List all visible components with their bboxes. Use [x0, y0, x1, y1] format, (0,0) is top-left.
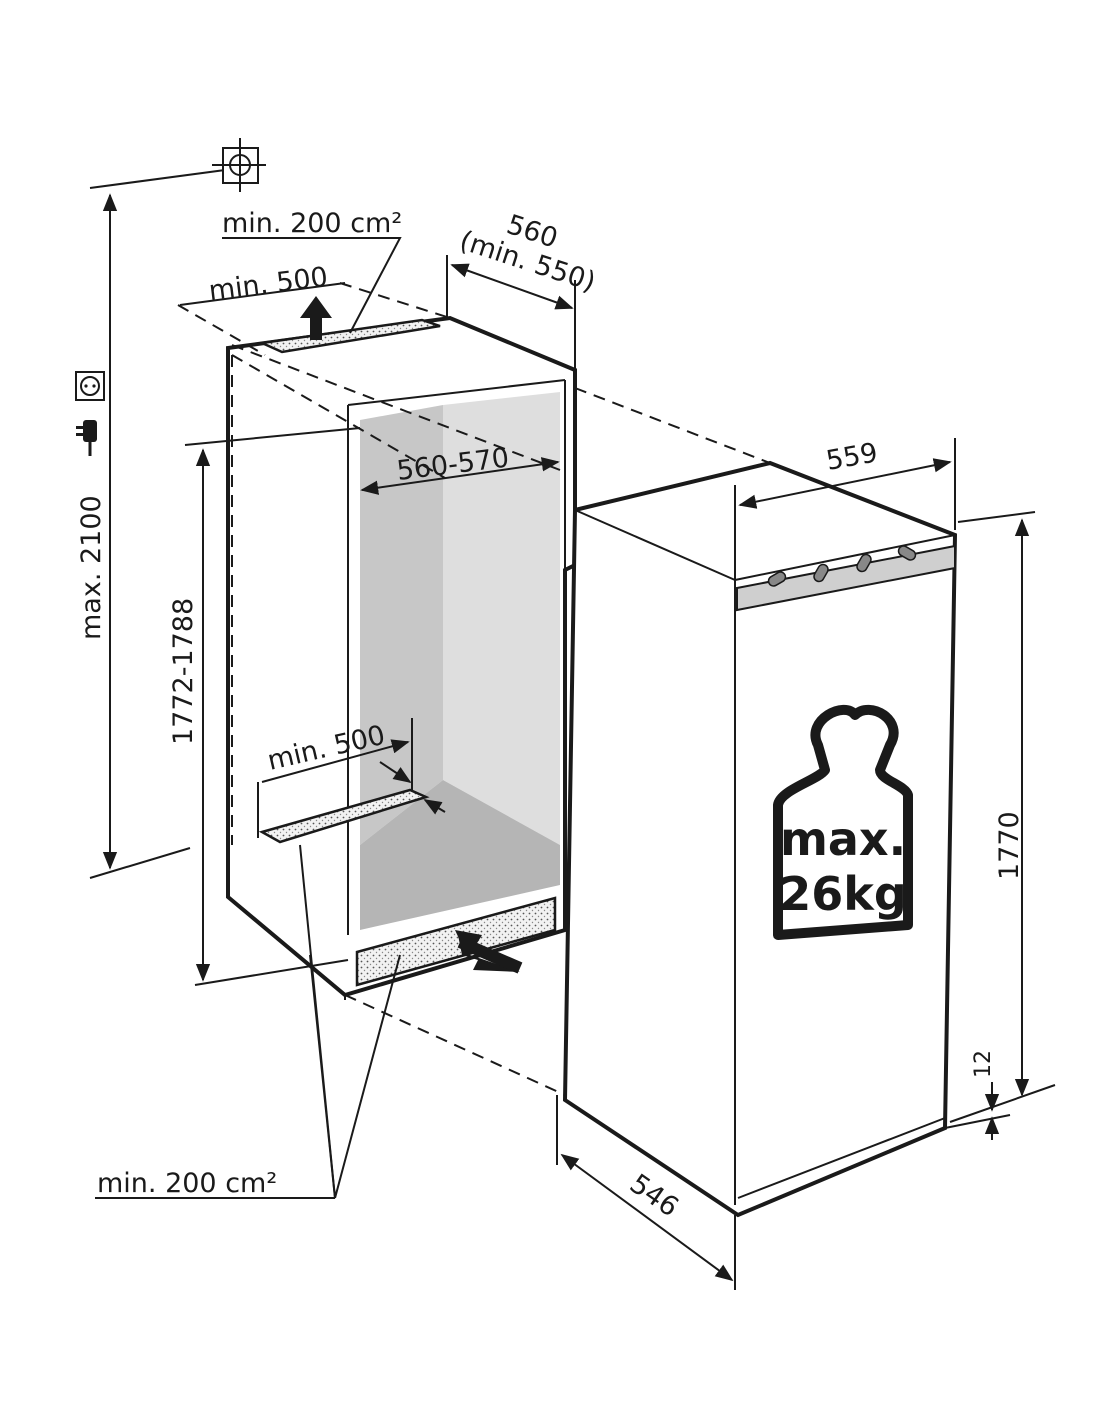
bottom-vent-area-label: min. 200 cm²: [97, 1168, 277, 1199]
dimension-lines: [89, 169, 1056, 1290]
socket-icon: [75, 371, 105, 401]
max-load-line2: 26kg: [779, 867, 907, 921]
niche: [226, 315, 577, 1000]
appliance-depth-label: 546: [624, 1168, 684, 1223]
appliance-width-label: 559: [824, 437, 880, 476]
max-load-line1: max.: [780, 812, 906, 866]
appliance-height-label: 1770: [994, 811, 1025, 880]
plinth-gap-label: 12: [971, 1050, 996, 1078]
top-vent-area-label: min. 200 cm²: [222, 208, 402, 239]
max-height-label: max. 2100: [76, 495, 107, 640]
crosshair-icon: [212, 138, 266, 192]
arrow-up-icon: [300, 296, 332, 340]
plug-icon: [76, 420, 97, 456]
niche-height-label: 1772-1788: [168, 598, 199, 745]
control-panel-buttons: [767, 545, 917, 587]
arrow-in-icon: [455, 930, 523, 974]
top-clearance-label: min. 500: [207, 262, 330, 307]
weight-icon: max. 26kg: [773, 704, 913, 940]
